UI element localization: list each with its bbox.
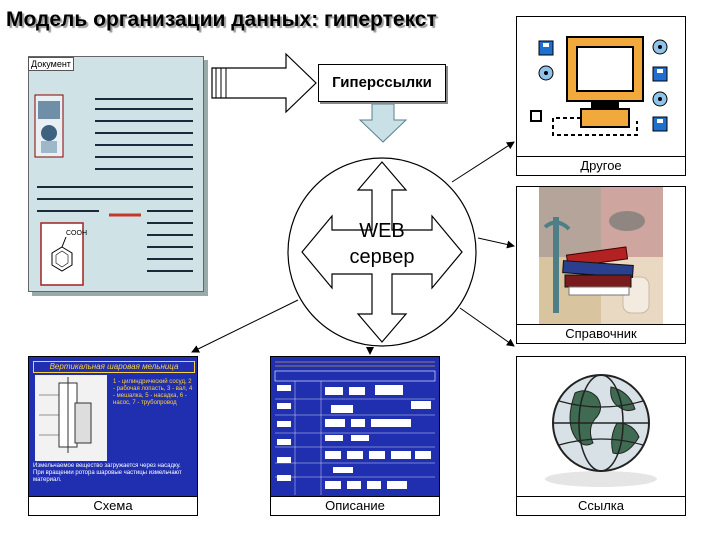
formula-label: COOH <box>66 230 87 237</box>
web-server-icon <box>287 157 477 347</box>
document-content-icon <box>34 94 193 286</box>
arrow-to-hyperlinks-icon <box>211 52 317 114</box>
server-label-line2: сервер <box>349 246 415 268</box>
cd-icon <box>538 39 668 107</box>
scheme-box[interactable]: Вертикальная шаровая мельница 1 - цилинд… <box>28 356 198 516</box>
arrow-to-other <box>451 141 515 183</box>
arrow-down-icon <box>358 104 408 143</box>
globe-icon <box>545 374 657 487</box>
server-label: WEB сервер <box>326 218 438 270</box>
floppy-icon <box>538 40 668 132</box>
other-box[interactable]: Другое <box>516 16 686 176</box>
scheme-caption: Схема <box>29 496 197 515</box>
server-label-line1: WEB <box>359 220 405 242</box>
link-caption: Ссылка <box>517 496 685 515</box>
reference-box[interactable]: Справочник <box>516 186 686 344</box>
description-box[interactable]: Описание <box>270 356 440 516</box>
gear-diagram-icon <box>35 375 107 461</box>
document-label: Документ <box>28 57 74 71</box>
scheme-heading: Вертикальная шаровая мельница <box>33 361 195 373</box>
arrow-to-link <box>459 307 515 347</box>
reference-caption: Справочник <box>517 324 685 343</box>
description-table-icon <box>271 357 439 497</box>
other-caption: Другое <box>517 156 685 175</box>
arrow-to-scheme <box>191 299 299 353</box>
book-stack-icon <box>539 187 663 325</box>
scheme-legend: 1 - цилиндрический сосуд, 2 - рабочая ло… <box>113 379 193 406</box>
scheme-footer: Измельчаемое вещество загружается через … <box>33 463 182 483</box>
page-title: Модель организации данных: гипертекст <box>6 8 437 31</box>
hyperlinks-box[interactable]: Гиперссылки <box>318 64 446 102</box>
computer-icon <box>530 36 668 136</box>
document-card[interactable] <box>28 56 204 292</box>
arrow-to-reference <box>477 237 515 249</box>
scheme-slide: Вертикальная шаровая мельница 1 - цилинд… <box>29 357 197 497</box>
description-caption: Описание <box>271 496 439 515</box>
link-box[interactable]: Ссылка <box>516 356 686 516</box>
